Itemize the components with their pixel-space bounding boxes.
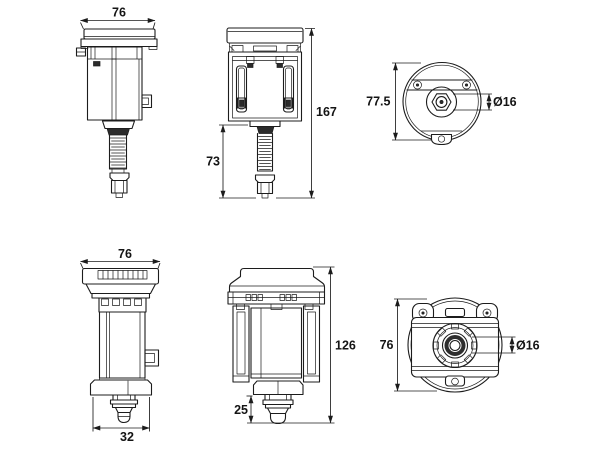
dim-label-button-total-height: 126	[335, 339, 356, 353]
top-lug	[444, 307, 466, 318]
dim-button-bore: Ø16	[472, 336, 540, 354]
screw-hole	[451, 377, 459, 386]
valve-side-connector	[109, 168, 130, 198]
view-valve-front: 167 73	[206, 27, 337, 199]
button-side-cap	[81, 267, 160, 299]
view-button-side: 76	[80, 247, 161, 444]
button-side-collar	[89, 377, 153, 396]
button-side-grille	[97, 270, 148, 280]
dim-label-button-outlet-height: 25	[234, 403, 248, 417]
threaded-band	[256, 126, 275, 134]
dim-button-outer-height: 76	[380, 298, 437, 392]
button-side-tab	[144, 349, 160, 367]
dim-button-total-height: 126	[247, 266, 356, 424]
dim-label-valve-total-height: 167	[316, 105, 337, 119]
valve-front-body	[227, 51, 303, 122]
button-front-body	[250, 307, 303, 379]
latch-mark	[276, 63, 283, 68]
button-front-collar	[252, 380, 304, 396]
valve-side-body	[86, 46, 143, 121]
threaded-band	[106, 128, 130, 136]
dim-valve-total-height: 167	[276, 28, 337, 199]
valve-side-collar	[101, 120, 136, 136]
valve-front-bellows	[256, 132, 274, 172]
button-front-outlet	[262, 393, 294, 425]
valve-back-bottom-lug	[420, 130, 463, 146]
seal-ring	[444, 335, 466, 356]
view-valve-side: 76	[75, 6, 158, 198]
dim-valve-outer-height: 77.5	[366, 62, 431, 141]
latch-mark	[247, 63, 254, 68]
button-front-mount-band	[227, 291, 326, 310]
valve-side-bellows	[108, 134, 128, 170]
hex-nut	[431, 93, 452, 111]
valve-front-slots	[235, 65, 295, 113]
screw-hole	[413, 80, 422, 90]
valve-back-mount-band	[406, 79, 478, 91]
view-valve-back: 77.5 Ø16	[366, 61, 517, 146]
button-side-body	[98, 311, 146, 379]
dim-label-button-bore: Ø16	[516, 339, 540, 353]
dim-valve-width: 76	[80, 6, 156, 30]
valve-back-center-hub	[425, 86, 458, 118]
dim-label-button-outer-height: 76	[380, 338, 394, 352]
dim-label-valve-outer-height: 77.5	[366, 95, 390, 109]
dim-label-valve-bellows-height: 73	[206, 155, 220, 169]
dim-label-valve-width: 76	[112, 6, 126, 20]
dim-label-button-width: 76	[118, 247, 132, 261]
button-front-cap	[228, 267, 326, 293]
valve-front-collar	[249, 120, 281, 134]
view-button-back: 76 Ø16	[380, 297, 540, 393]
button-front-brackets	[232, 305, 321, 383]
screw-hole	[437, 135, 446, 143]
bottom-lug	[444, 375, 466, 387]
button-side-outlet	[109, 394, 139, 424]
dim-label-valve-bore: Ø16	[493, 95, 517, 109]
valve-front-cap	[226, 27, 304, 53]
valve-side-tab	[141, 94, 153, 109]
screw-hole	[462, 80, 471, 90]
dim-label-button-outlet-width: 32	[120, 430, 134, 444]
castellations	[433, 323, 477, 368]
button-side-neck	[98, 297, 147, 313]
dim-valve-bellows-height: 73	[206, 124, 256, 199]
latch-mark	[93, 61, 101, 67]
button-back-center-hub	[432, 322, 478, 369]
valve-front-connector	[254, 174, 276, 199]
dim-button-outlet-width: 32	[92, 397, 150, 444]
dim-button-outlet-height: 25	[234, 395, 254, 424]
valve-side-cap	[80, 28, 158, 50]
view-button-front: 126 25	[227, 266, 356, 425]
dim-button-width: 76	[80, 247, 161, 269]
dim-valve-bore: Ø16	[453, 93, 517, 111]
valve-side-hook	[75, 47, 87, 57]
